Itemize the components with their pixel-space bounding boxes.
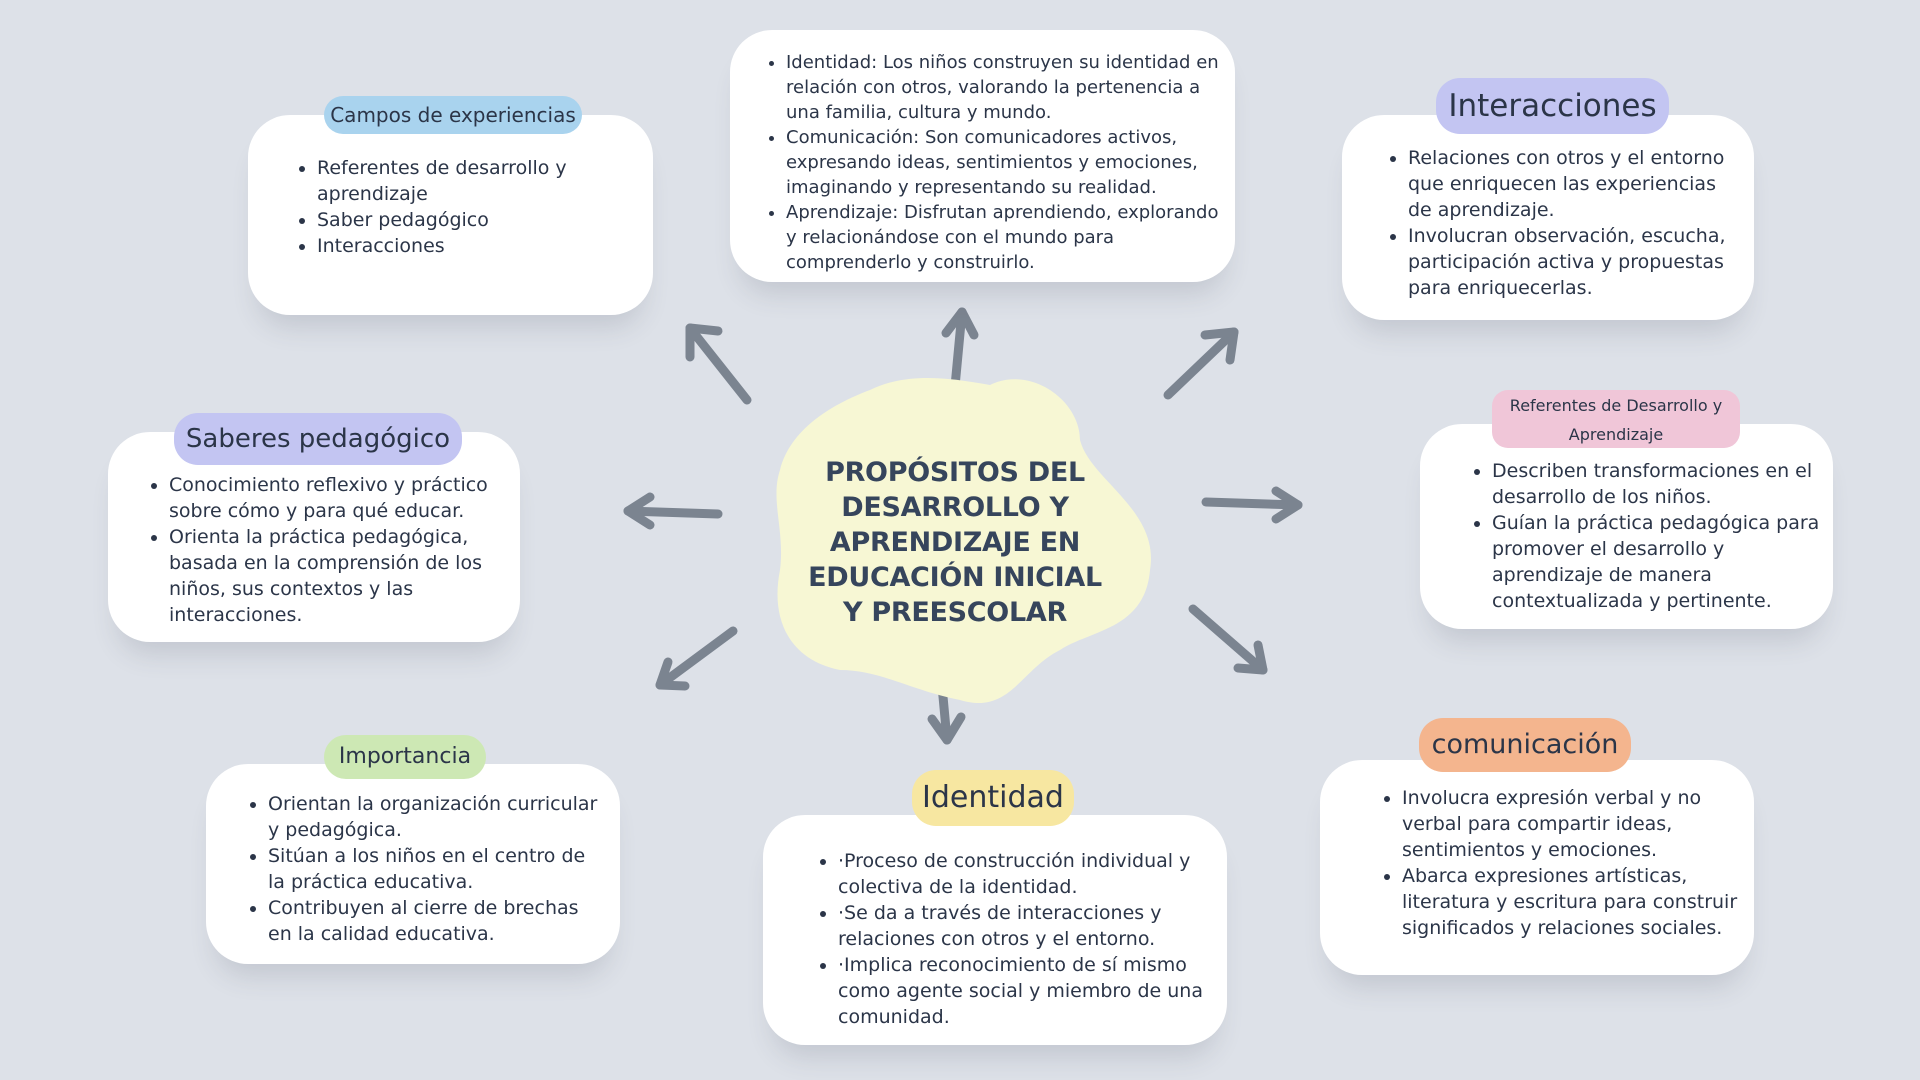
list-item: Aprendizaje: Disfrutan aprendiendo, expl… bbox=[786, 200, 1220, 275]
list-item: Contribuyen al cierre de brechas en la c… bbox=[268, 895, 606, 947]
tag-campos-de-experiencias: Campos de experiencias bbox=[324, 96, 582, 134]
list-item: Orienta la práctica pedagógica, basada e… bbox=[169, 524, 504, 628]
list-item: ·Proceso de construcción individual y co… bbox=[838, 848, 1214, 900]
list-item: ·Implica reconocimiento de sí mismo como… bbox=[838, 952, 1214, 1030]
card-interacciones: Relaciones con otros y el entorno que en… bbox=[1342, 115, 1754, 320]
referentes-list: Describen transformaciones en el desarro… bbox=[1492, 458, 1822, 614]
tag-saberes-pedagogico: Saberes pedagógico bbox=[174, 413, 462, 465]
list-item: Saber pedagógico bbox=[317, 207, 637, 233]
list-item: Involucran observación, escucha, partici… bbox=[1408, 223, 1738, 301]
tag-identidad: Identidad bbox=[912, 770, 1074, 826]
card-referentes: Describen transformaciones en el desarro… bbox=[1420, 424, 1833, 629]
campos-list: Referentes de desarrollo y aprendizaje S… bbox=[317, 155, 637, 259]
card-identidad: ·Proceso de construcción individual y co… bbox=[763, 815, 1227, 1045]
arrow-to-comunicacion bbox=[1188, 604, 1268, 675]
tag-comunicacion: comunicación bbox=[1419, 718, 1631, 772]
list-item: Sitúan a los niños en el centro de la pr… bbox=[268, 843, 606, 895]
card-campos-de-experiencias: Referentes de desarrollo y aprendizaje S… bbox=[248, 115, 653, 315]
list-item: Orientan la organización curricular y pe… bbox=[268, 791, 606, 843]
identidad-list: ·Proceso de construcción individual y co… bbox=[838, 848, 1214, 1030]
center-blob bbox=[776, 378, 1151, 704]
list-item: ·Se da a través de interacciones y relac… bbox=[838, 900, 1214, 952]
tag-referentes: Referentes de Desarrollo y Aprendizaje bbox=[1492, 390, 1740, 448]
importancia-list: Orientan la organización curricular y pe… bbox=[268, 791, 606, 947]
tag-interacciones: Interacciones bbox=[1436, 78, 1669, 134]
arrow-to-saberes bbox=[623, 492, 723, 530]
arrow-to-importancia bbox=[655, 626, 738, 691]
card-comunicacion: Involucra expresión verbal y no verbal p… bbox=[1320, 760, 1754, 975]
list-item: Guían la práctica pedagógica para promov… bbox=[1492, 510, 1822, 614]
list-item: Identidad: Los niños construyen su ident… bbox=[786, 50, 1220, 125]
arrow-to-referentes bbox=[1201, 486, 1303, 524]
arrow-to-campos bbox=[685, 323, 752, 405]
list-item: Relaciones con otros y el entorno que en… bbox=[1408, 145, 1738, 223]
comunicacion-list: Involucra expresión verbal y no verbal p… bbox=[1402, 785, 1740, 941]
card-propositos-detalle: Identidad: Los niños construyen su ident… bbox=[730, 30, 1235, 282]
list-item: Referentes de desarrollo y aprendizaje bbox=[317, 155, 637, 207]
list-item: Conocimiento reflexivo y práctico sobre … bbox=[169, 472, 504, 524]
tag-importancia: Importancia bbox=[324, 735, 486, 779]
saberes-list: Conocimiento reflexivo y práctico sobre … bbox=[169, 472, 504, 628]
card-importancia: Orientan la organización curricular y pe… bbox=[206, 764, 620, 964]
list-item: Involucra expresión verbal y no verbal p… bbox=[1402, 785, 1740, 863]
list-item: Interacciones bbox=[317, 233, 637, 259]
center-title: PROPÓSITOS DEL DESARROLLO Y APRENDIZAJE … bbox=[808, 457, 1102, 628]
list-item: Abarca expresiones artísticas, literatur… bbox=[1402, 863, 1740, 941]
list-item: Comunicación: Son comunicadores activos,… bbox=[786, 125, 1220, 200]
propositos-list: Identidad: Los niños construyen su ident… bbox=[786, 50, 1220, 275]
card-saberes-pedagogico: Conocimiento reflexivo y práctico sobre … bbox=[108, 432, 520, 642]
interacciones-list: Relaciones con otros y el entorno que en… bbox=[1408, 145, 1738, 301]
list-item: Describen transformaciones en el desarro… bbox=[1492, 458, 1822, 510]
arrow-to-interacciones bbox=[1163, 327, 1239, 400]
